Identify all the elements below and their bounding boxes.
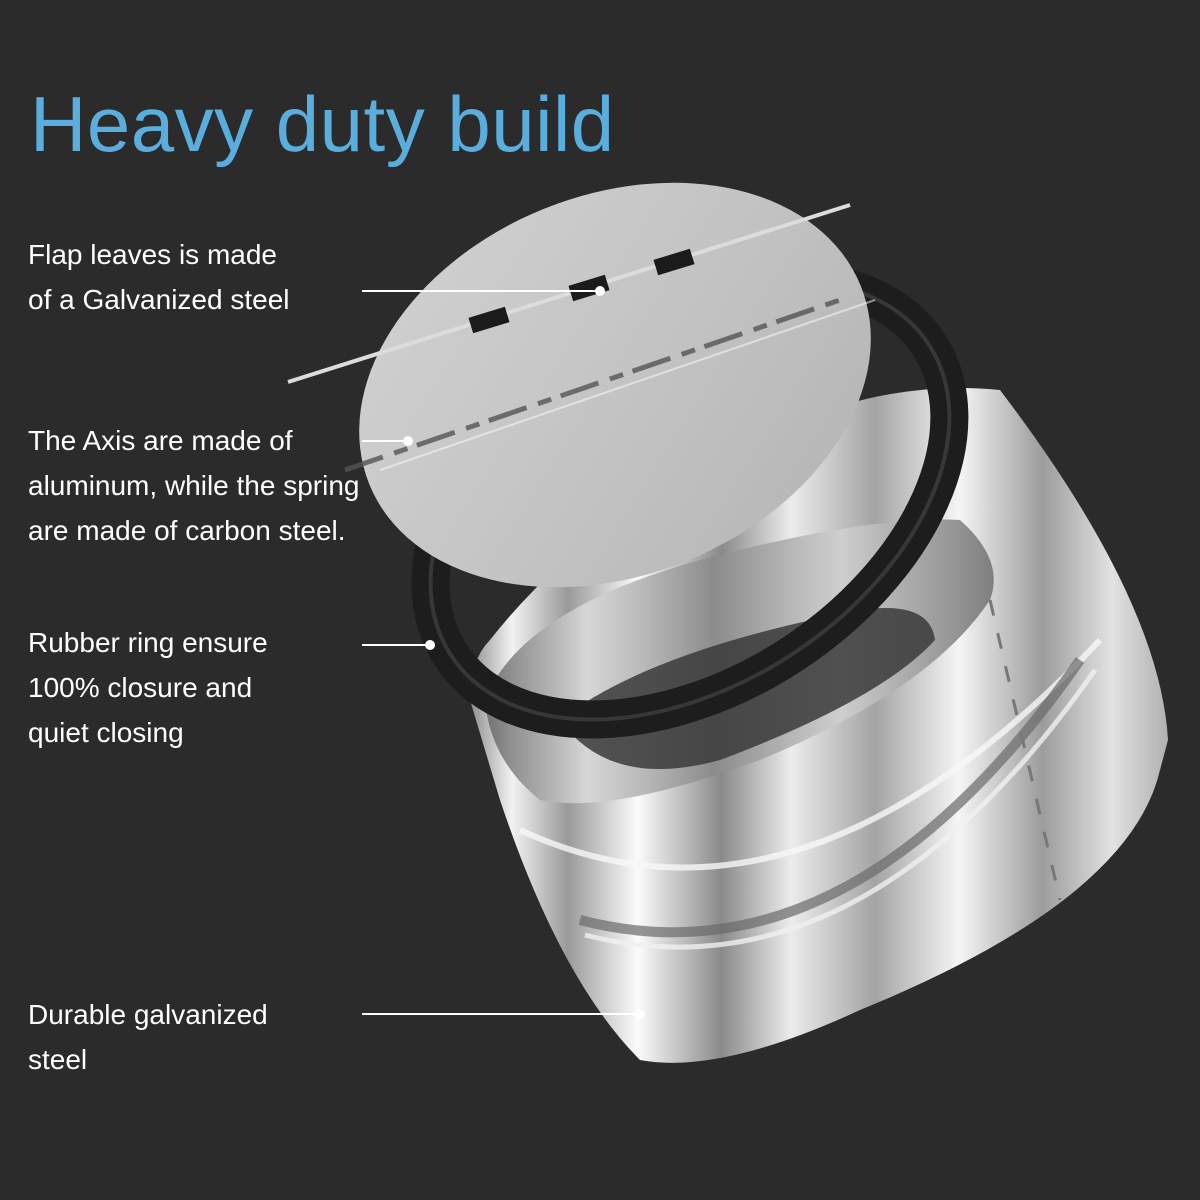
callout-leader-2	[362, 436, 413, 446]
callout-flap-leaves: Flap leaves is made of a Galvanized stee…	[28, 232, 290, 322]
callout-leader-3	[362, 640, 435, 650]
callout-line: The Axis are made of	[28, 425, 293, 456]
callout-line: are made of carbon steel.	[28, 515, 346, 546]
callout-line: Rubber ring ensure	[28, 627, 268, 658]
callout-line: quiet closing	[28, 717, 184, 748]
callout-line: aluminum, while the spring	[28, 470, 360, 501]
page-title: Heavy duty build	[30, 80, 615, 168]
callout-line: Flap leaves is made	[28, 239, 278, 270]
callout-line: Durable galvanized	[28, 999, 268, 1030]
callout-leader-1	[362, 286, 605, 296]
callout-line: steel	[28, 1044, 88, 1075]
callout-body-steel: Durable galvanized steel	[28, 992, 268, 1082]
callout-leader-4	[362, 1009, 645, 1019]
callout-rubber-ring: Rubber ring ensure 100% closure and quie…	[28, 620, 268, 755]
callout-line: 100% closure and	[28, 672, 253, 703]
callout-axis-spring: The Axis are made of aluminum, while the…	[28, 418, 360, 553]
callout-line: of a Galvanized steel	[28, 284, 290, 315]
flap-plate	[287, 182, 876, 588]
